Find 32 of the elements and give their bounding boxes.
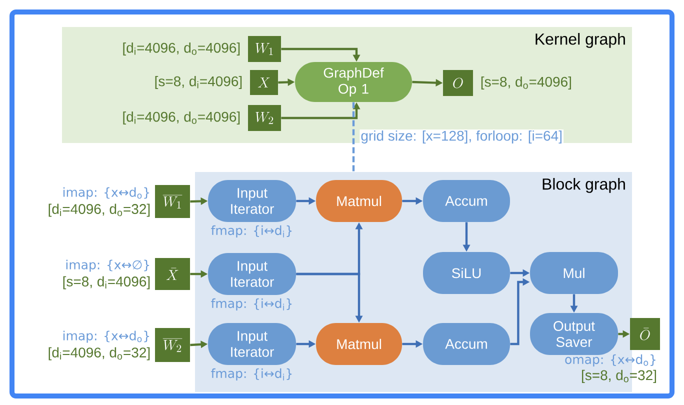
map-label: imap: {x↔∅} [66, 260, 150, 272]
operator-pill: GraphDef Op 1 [295, 62, 412, 102]
shape-label: [s=8, d$_{i}$=4096] [63, 276, 150, 290]
shape-label: [d$_{i}$=4096, d$_{o}$=4096] [123, 111, 240, 125]
tensor-box: $W_1$ [248, 36, 281, 62]
shape-label: [d$_{i}$=4096, d$_{o}$=32] [48, 347, 150, 360]
tensor-box: $\overline{W_2}$ [155, 328, 190, 362]
tensor-box: $X$ [250, 70, 278, 95]
shape-label: [d$_{i}$=4096, d$_{o}$=4096] [123, 42, 240, 56]
tensor-box: $O$ [443, 70, 473, 96]
tensor-box: $W_2$ [248, 105, 281, 131]
operator-pill: Input Iterator [208, 323, 296, 365]
shape-label: [s=8, d$_{o}$=4096] [481, 76, 571, 90]
edge-label: grid size: [x=128], forloop: [i=64] [360, 129, 564, 145]
shape-label: [s=8, d$_{o}$=32] [582, 370, 656, 383]
map-label: omap: {x↔d$_{o}$} [565, 354, 656, 366]
map-label: fmap: {i↔d$_{i}$} [211, 225, 292, 238]
map-label: imap: {x↔d$_{o}$} [63, 187, 150, 200]
tensor-box: $\overline{W_1}$ [155, 185, 190, 218]
shape-label: [d$_{i}$=4096, d$_{o}$=32] [48, 204, 150, 217]
tensor-box: $\bar{O}$ [630, 318, 660, 350]
shape-label: [s=8, d$_{i}$=4096] [155, 76, 242, 90]
operator-pill: Output Saver [530, 313, 618, 355]
map-label: imap: {x↔d$_{o}$} [63, 330, 150, 343]
operator-pill: Mul [530, 252, 618, 294]
map-label: fmap: {i↔d$_{i}$} [211, 298, 292, 310]
dashed-connector [352, 102, 355, 172]
tensor-box: $\bar{X}$ [155, 258, 190, 290]
operator-pill: Input Iterator [208, 253, 296, 295]
operator-pill: Input Iterator [208, 180, 296, 222]
map-label: fmap: {i↔d$_{i}$} [211, 368, 292, 380]
operator-pill: SiLU [423, 252, 510, 294]
